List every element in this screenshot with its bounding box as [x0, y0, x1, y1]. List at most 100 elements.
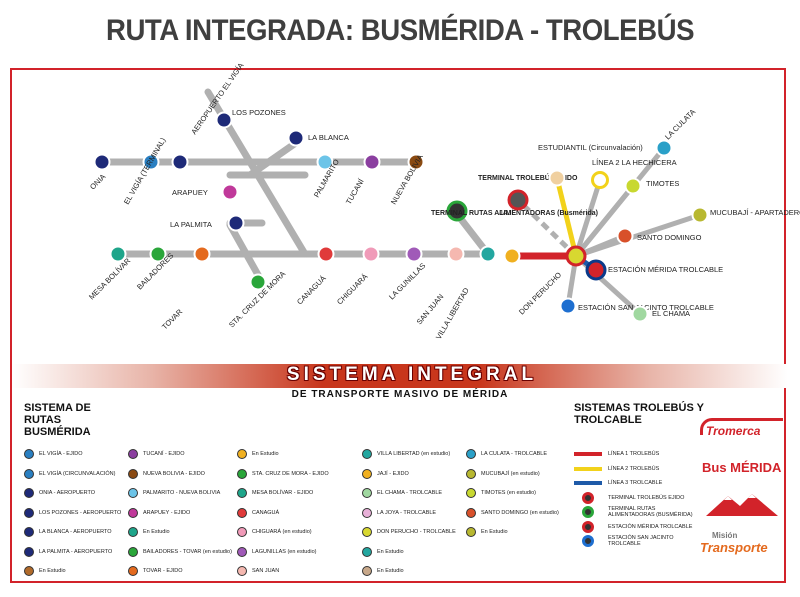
station-14 [317, 245, 335, 263]
station-label-14: CANAGUÁ [295, 274, 328, 307]
symbol-item: TERMINAL TROLEBÚS EJIDO [574, 491, 685, 504]
legend-label: TUCANÍ - EJIDO [143, 451, 185, 457]
station-27 [616, 227, 634, 245]
route-color-icon [128, 507, 138, 518]
legend-label: SAN JUAN [252, 568, 280, 574]
station-label-17: SAN JUAN [415, 292, 446, 326]
route-color-icon [237, 449, 247, 459]
station-0 [93, 153, 111, 171]
symbols-title: SISTEMAS TROLEBÚS Y TROLCABLE [574, 402, 704, 426]
tromerca-logo-text: Tromerca [706, 424, 761, 438]
legend-item: TIMOTES (en estudio) [466, 486, 536, 500]
legend-label: BAILADORES - TOVAR (en estudio) [143, 548, 232, 555]
legend-label: LOS POZONES - AEROPUERTO [39, 509, 122, 516]
station-label-31: EL CHAMA [652, 309, 690, 318]
station-label-21: TERMINAL TROLEBÚS EJIDO [478, 173, 578, 182]
route-color-icon [466, 468, 476, 479]
station-dot-icon [582, 491, 594, 504]
symbol-item: ESTACIÓN MÉRIDA TROLCABLE [574, 520, 693, 533]
station-5 [316, 153, 334, 171]
symbol-label: ESTACIÓN SAN JACINTO TROLCABLE [608, 535, 674, 547]
station-28 [565, 245, 587, 267]
legend-label: PALMARITO - NUEVA BOLIVIA [143, 490, 221, 496]
station-label-20: JAJÍ [499, 208, 515, 217]
route-color-icon [24, 449, 34, 459]
legend-item: VILLA LIBERTAD (en estudio) [362, 447, 450, 461]
symbol-item: LÍNEA 1 TROLEBÚS [574, 448, 659, 460]
station-22 [548, 169, 566, 187]
legend-label: En Estudio [481, 529, 508, 535]
route-color-icon [128, 488, 138, 498]
station-label-27: SANTO DOMINGO [637, 233, 702, 242]
busmerida-logo: Bus MÉRIDA [702, 460, 782, 475]
legend-item: JAJÍ - EJIDO [362, 467, 409, 481]
legend-label: MESA BOLÍVAR - EJIDO [252, 490, 314, 496]
station-label-28: DON PERUCHO [517, 270, 563, 316]
station-label-12: TOVAR [160, 307, 185, 332]
route-color-icon [362, 488, 372, 498]
station-8 [221, 183, 239, 201]
legend-label: En Estudio [39, 568, 66, 574]
station-label-29: ESTACIÓN MÉRIDA TROLCABLE [608, 265, 723, 274]
station-3 [215, 111, 233, 129]
route-color-icon [128, 527, 138, 537]
route-color-icon [362, 507, 372, 518]
station-16 [405, 245, 423, 263]
trolcable-radial-3 [573, 177, 603, 259]
station-label-15: CHIGUARÁ [335, 272, 369, 306]
route-color-icon [237, 488, 247, 498]
legend-item: CHIGUARÁ (en estudio) [237, 525, 312, 539]
station-label-0: ONIA [88, 172, 107, 191]
symbol-label: TERMINAL TROLEBÚS EJIDO [608, 494, 685, 501]
route-color-icon [362, 527, 372, 537]
legend-label: STA. CRUZ DE MORA - EJIDO [252, 470, 329, 477]
legend-title: SISTEMA DE RUTAS BUSMÉRIDA [24, 402, 91, 438]
legend-label: ARAPUEY - EJIDO [143, 509, 191, 516]
legend-label: LA JOYA - TROLCABLE [377, 509, 437, 516]
legend-item: EL CHAMA - TROLCABLE [362, 486, 442, 500]
symbol-label: LÍNEA 2 TROLEBÚS [608, 465, 660, 472]
mountain-icon [706, 494, 778, 516]
station-12 [193, 245, 211, 263]
route-color-icon [466, 507, 476, 518]
map-frame [10, 68, 786, 583]
circunvalacion-line [516, 198, 578, 258]
legend-label: EL VIGÍA - EJIDO [39, 451, 83, 457]
legend-label: En Estudio [377, 548, 404, 555]
station-label-30: ESTACIÓN SAN JACINTO TROLCABLE [578, 303, 714, 312]
route-color-icon [362, 566, 372, 576]
station-label-3: LOS POZONES [232, 108, 286, 117]
legend-item: CANAGUÁ [237, 506, 279, 520]
legend-label: TOVAR - EJIDO [143, 568, 183, 574]
legend-item: SANTO DOMINGO (en estudio) [466, 506, 559, 520]
legend-item: TUCANÍ - EJIDO [128, 447, 185, 461]
route-color-icon [362, 546, 372, 557]
symbol-label: TERMINAL RUTAS ALIMENTADORAS (BUSMÉRIDA) [608, 506, 693, 518]
route-color-icon [24, 488, 34, 498]
station-dot-icon [582, 535, 594, 547]
station-label-23: LÍNEA 2 LA HECHICERA [592, 158, 677, 167]
station-30 [559, 297, 577, 315]
symbol-label: ESTACIÓN MÉRIDA TROLCABLE [608, 523, 693, 530]
mision-transporte-logo: Transporte [700, 540, 768, 555]
station-20 [503, 247, 521, 265]
station-label-19: TERMINAL RUTAS ALIMENTADORAS (Busmérida) [431, 210, 598, 217]
symbol-item: LÍNEA 2 TROLEBÚS [574, 463, 659, 475]
route-color-icon [362, 449, 372, 459]
legend-label: TIMOTES (en estudio) [481, 490, 537, 496]
system-banner: SISTEMA INTEGRAL [12, 364, 788, 388]
legend-item: TOVAR - EJIDO [128, 564, 183, 578]
route-line-6 [246, 136, 304, 179]
route-color-icon [466, 527, 476, 537]
route-color-icon [24, 566, 34, 576]
line-swatch-icon [574, 466, 602, 471]
legend-item: LA JOYA - TROLCABLE [362, 506, 436, 520]
legend-item: LOS POZONES - AEROPUERTO [24, 506, 121, 520]
legend-item: ONIA - AEROPUERTO [24, 486, 95, 500]
route-color-icon [24, 507, 34, 518]
station-13 [249, 273, 267, 291]
legend-label: LA PALMITA - AEROPUERTO [39, 548, 113, 555]
legend-label: MUCUBAJÍ (en estudio) [481, 470, 540, 477]
route-color-icon [237, 527, 247, 537]
